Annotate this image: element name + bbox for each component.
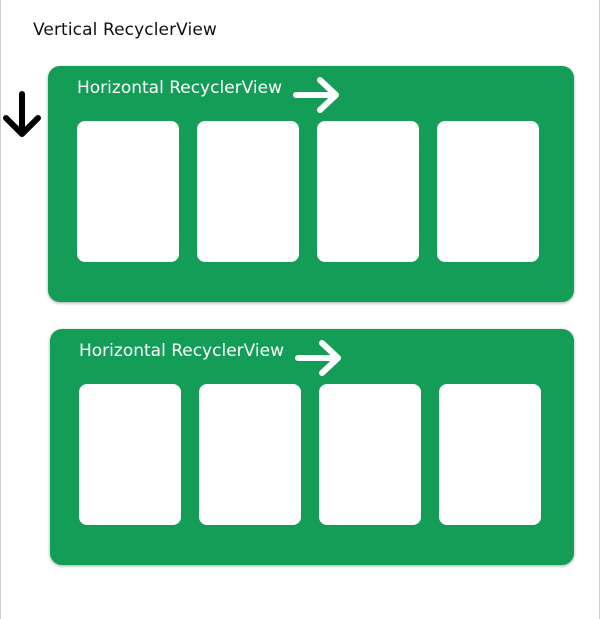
horizontal-recyclerview-label: Horizontal RecyclerView — [77, 78, 282, 98]
horizontal-recyclerview-1: Horizontal RecyclerView — [48, 66, 574, 302]
arrow-right-icon — [295, 340, 341, 376]
item-card — [197, 121, 299, 262]
item-card — [437, 121, 539, 262]
item-card — [77, 121, 179, 262]
item-card — [79, 384, 181, 525]
horizontal-recyclerview-2: Horizontal RecyclerView — [50, 329, 574, 565]
horizontal-recyclerview-label: Horizontal RecyclerView — [79, 341, 284, 361]
arrow-down-icon — [3, 91, 41, 137]
vertical-recyclerview-label: Vertical RecyclerView — [33, 20, 217, 40]
item-card — [199, 384, 301, 525]
item-card — [439, 384, 541, 525]
item-card — [319, 384, 421, 525]
item-card — [317, 121, 419, 262]
arrow-right-icon — [293, 77, 339, 113]
